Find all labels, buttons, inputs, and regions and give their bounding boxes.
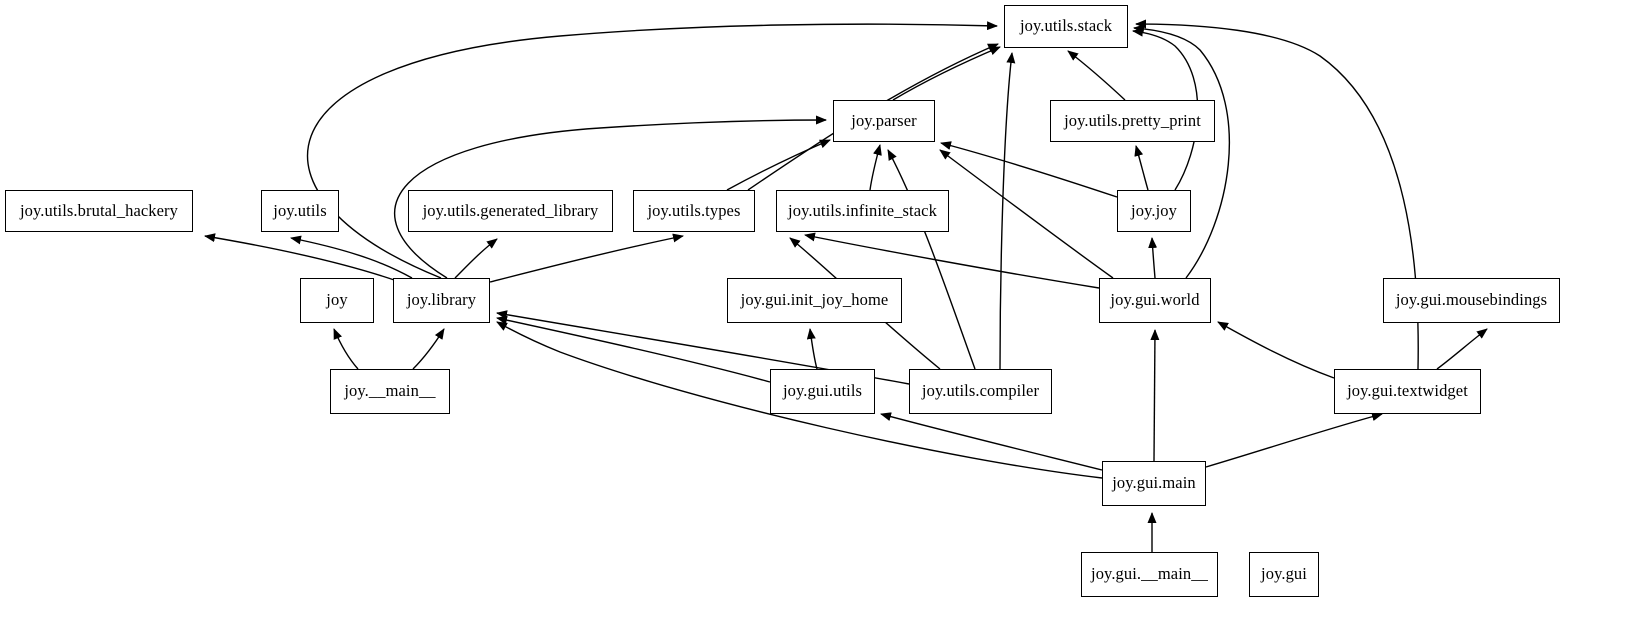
node-label: joy.gui.__main__	[1091, 564, 1208, 584]
node-label: joy.gui.mousebindings	[1395, 290, 1548, 310]
node-joy-joy[interactable]: joy.joy	[1117, 190, 1191, 232]
node-joy[interactable]: joy	[300, 278, 374, 323]
node-label: joy.joy	[1131, 200, 1177, 220]
node-joy-library[interactable]: joy.library	[393, 278, 490, 323]
node-label: joy.gui.init_joy_home	[740, 290, 889, 310]
node-joy-dunder-main[interactable]: joy.__main__	[330, 369, 450, 414]
node-joy-gui-init-joy-home[interactable]: joy.gui.init_joy_home	[727, 278, 902, 323]
node-joy-gui-mousebindings[interactable]: joy.gui.mousebindings	[1383, 278, 1560, 323]
node-label: joy.utils.infinite_stack	[788, 200, 937, 220]
node-joy-utils-types[interactable]: joy.utils.types	[633, 190, 755, 232]
node-label: joy.utils	[273, 200, 327, 220]
node-label: joy.utils.stack	[1019, 16, 1113, 36]
node-joy-utils-brutal-hackery[interactable]: joy.utils.brutal_hackery	[5, 190, 193, 232]
node-joy-utils-infinite-stack[interactable]: joy.utils.infinite_stack	[776, 190, 949, 232]
node-label: joy.utils.brutal_hackery	[19, 200, 179, 220]
node-joy-gui-world[interactable]: joy.gui.world	[1099, 278, 1211, 323]
node-label: joy.utils.compiler	[921, 381, 1040, 401]
node-joy-utils-pretty-print[interactable]: joy.utils.pretty_print	[1050, 100, 1215, 142]
node-joy-gui-dunder-main[interactable]: joy.gui.__main__	[1081, 552, 1218, 597]
node-joy-utils-generated-library[interactable]: joy.utils.generated_library	[408, 190, 613, 232]
node-label: joy	[326, 290, 348, 310]
node-joy-utils-stack[interactable]: joy.utils.stack	[1004, 5, 1128, 48]
node-label: joy.utils.types	[647, 200, 741, 220]
node-label: joy.gui.utils	[782, 381, 863, 401]
node-label: joy.gui.textwidget	[1347, 381, 1468, 401]
node-label: joy.gui	[1261, 564, 1307, 584]
node-label: joy.parser	[851, 110, 917, 130]
node-label: joy.gui.world	[1110, 290, 1200, 310]
node-joy-gui-main[interactable]: joy.gui.main	[1102, 461, 1206, 506]
node-joy-utils[interactable]: joy.utils	[261, 190, 339, 232]
node-label: joy.library	[406, 290, 477, 310]
node-label: joy.utils.pretty_print	[1064, 110, 1201, 130]
node-joy-gui-utils[interactable]: joy.gui.utils	[770, 369, 875, 414]
node-label: joy.__main__	[344, 381, 436, 401]
node-joy-utils-compiler[interactable]: joy.utils.compiler	[909, 369, 1052, 414]
node-joy-parser[interactable]: joy.parser	[833, 100, 935, 142]
node-joy-gui-textwidget[interactable]: joy.gui.textwidget	[1334, 369, 1481, 414]
node-joy-gui[interactable]: joy.gui	[1249, 552, 1319, 597]
node-label: joy.gui.main	[1112, 473, 1196, 493]
node-label: joy.utils.generated_library	[422, 200, 599, 220]
